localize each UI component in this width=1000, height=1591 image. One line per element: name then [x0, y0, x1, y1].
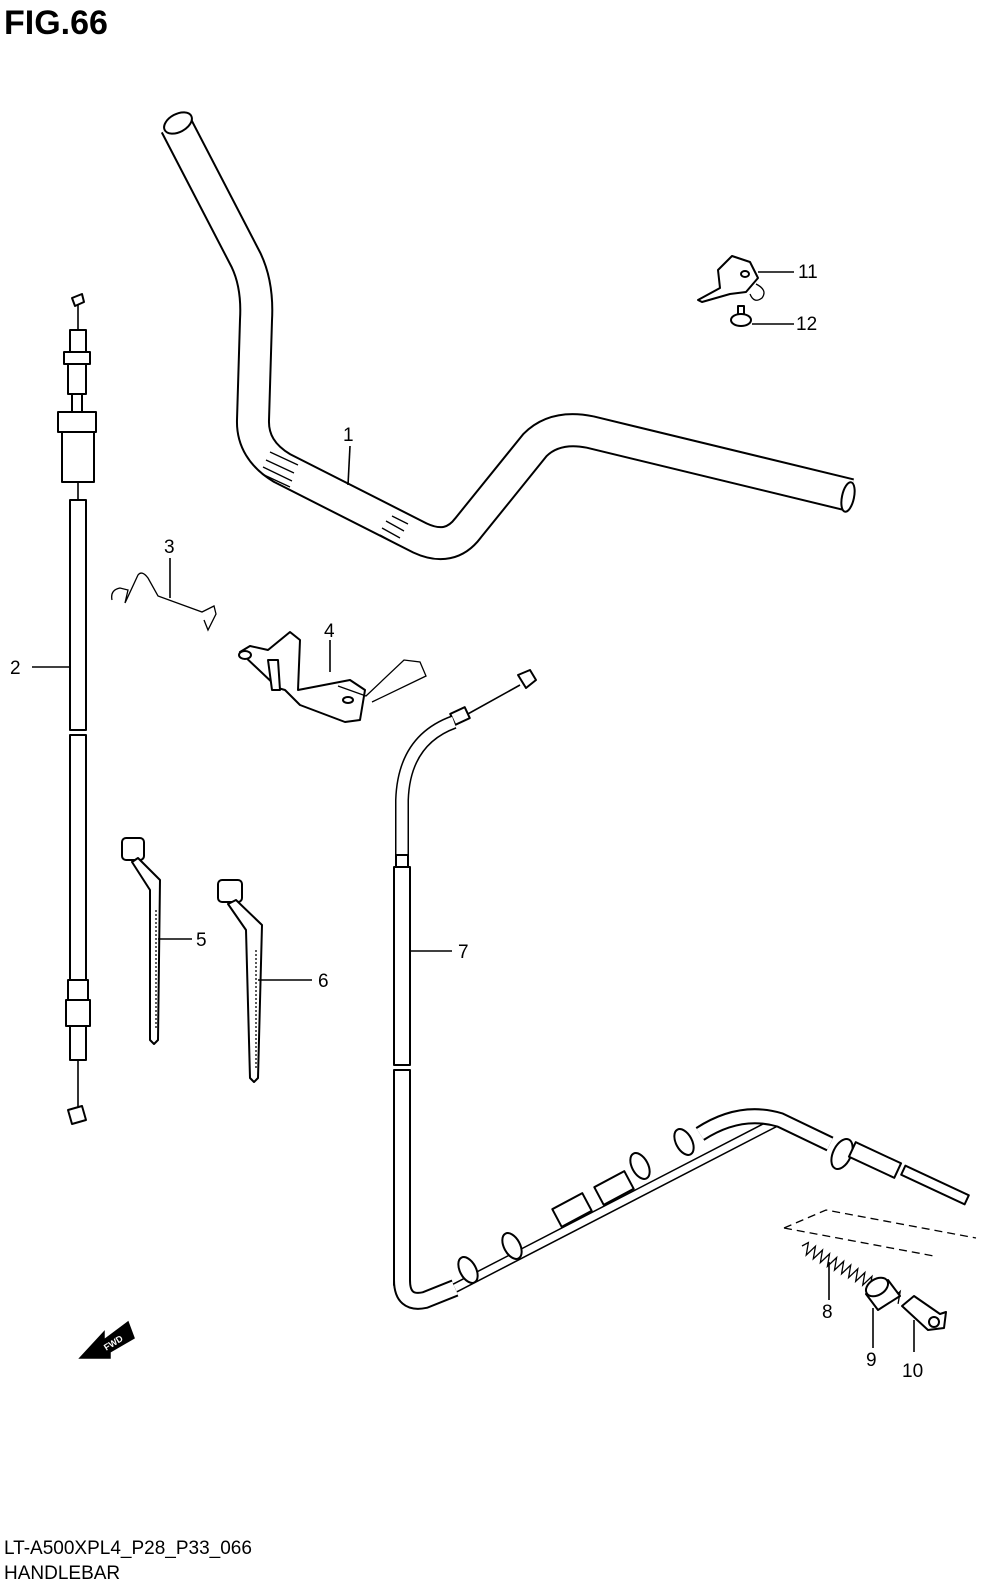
callout-1: 1 — [343, 425, 354, 486]
cable-tie-small-part[interactable] — [121, 837, 161, 1045]
callout-9: 9 — [866, 1308, 877, 1371]
cable-holder-bracket-part[interactable] — [238, 631, 427, 723]
cable-guide-part[interactable] — [697, 255, 765, 303]
callout-1-label: 1 — [343, 425, 354, 446]
cable-tie-large-part[interactable] — [217, 879, 263, 1083]
knurled-section-left — [261, 451, 299, 488]
diagram-code: LT-A500XPL4_P28_P33_066 — [4, 1538, 252, 1559]
callout-10-label: 10 — [902, 1361, 923, 1382]
figure-title: FIG.66 — [4, 4, 108, 42]
forward-arrow-icon — [78, 1320, 135, 1359]
screw-part[interactable] — [730, 305, 752, 327]
wire-clip-part[interactable] — [111, 572, 217, 632]
callout-3-label: 3 — [164, 537, 175, 558]
callout-8-label: 8 — [822, 1302, 833, 1323]
callout-2: 2 — [10, 658, 70, 679]
callout-10: 10 — [902, 1320, 923, 1382]
callout-6-label: 6 — [318, 971, 329, 992]
callout-5: 5 — [158, 930, 207, 951]
callout-7: 7 — [410, 942, 469, 963]
callout-3: 3 — [164, 537, 175, 598]
callout-11: 11 — [758, 262, 818, 283]
cable-joint-part[interactable] — [901, 1295, 947, 1331]
callout-12-label: 12 — [796, 314, 817, 335]
knurled-section-right — [379, 515, 409, 546]
callout-11-label: 11 — [798, 262, 818, 283]
callout-7-label: 7 — [458, 942, 469, 963]
adjuster-collar-part[interactable] — [863, 1274, 901, 1311]
front-brake-cable-part[interactable] — [57, 293, 97, 1125]
handlebar-part[interactable] — [160, 108, 857, 561]
callout-4-label: 4 — [324, 621, 335, 642]
callout-12: 12 — [752, 314, 817, 335]
callout-2-label: 2 — [10, 658, 21, 679]
callout-8: 8 — [822, 1262, 833, 1323]
diagram-name: HANDLEBAR — [4, 1563, 121, 1584]
callout-4: 4 — [324, 621, 335, 672]
callout-5-label: 5 — [196, 930, 207, 951]
forward-direction-badge: FWD — [78, 1320, 135, 1359]
callout-6: 6 — [258, 971, 329, 992]
rear-brake-cable-part[interactable] — [393, 669, 970, 1310]
callout-9-label: 9 — [866, 1350, 877, 1371]
